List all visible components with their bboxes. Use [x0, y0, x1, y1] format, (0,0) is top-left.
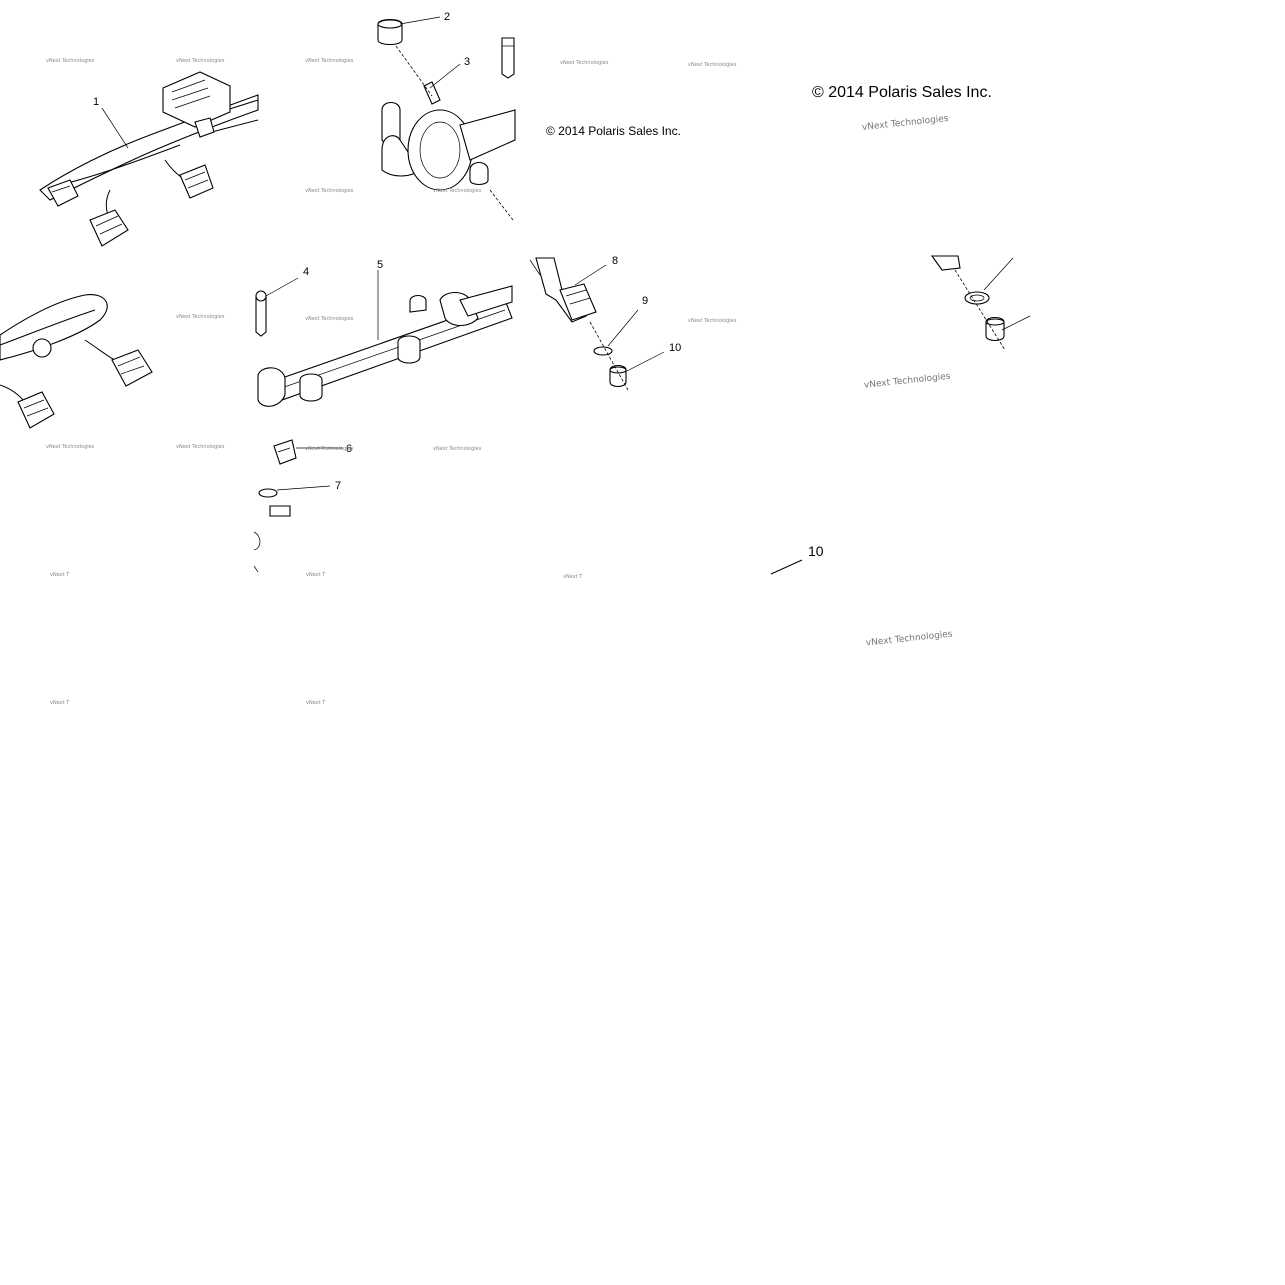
watermark: vNext Technologies — [433, 188, 482, 194]
watermark: vNext Technologies — [560, 60, 609, 66]
watermark: vNext Technologies — [305, 58, 354, 64]
callout-8: 8 — [612, 255, 618, 267]
copyright-large: © 2014 Polaris Sales Inc. — [812, 84, 992, 101]
harness-lower-drawing — [0, 294, 153, 429]
callout-9: 9 — [642, 295, 648, 307]
watermark: vNext Technologies — [433, 446, 482, 452]
watermark: vNext T — [50, 700, 70, 706]
callout-2: 2 — [444, 11, 450, 23]
watermarks: vNext Technologies vNext Technologies vN… — [46, 58, 953, 706]
watermark: vNext Technologies — [305, 446, 354, 452]
callout-10-leader — [770, 559, 803, 575]
watermark: vNext T — [563, 574, 583, 580]
watermark: vNext Technologies — [305, 316, 354, 322]
watermark: vNext Technologies — [688, 62, 737, 68]
watermark: vNext Technologies — [46, 444, 95, 450]
fuel-rail-drawing — [253, 270, 513, 573]
callout-5: 5 — [377, 259, 383, 271]
callout-10-large: 10 — [808, 543, 824, 559]
watermark: vNext Technologies — [861, 114, 949, 133]
callout-1: 1 — [93, 96, 99, 108]
watermark: vNext Technologies — [176, 58, 225, 64]
watermark: vNext Technologies — [46, 58, 95, 64]
watermark: vNext T — [306, 572, 326, 578]
injector-top-drawing — [377, 16, 516, 221]
watermark: vNext T — [50, 572, 70, 578]
watermark: vNext Technologies — [176, 314, 225, 320]
callout-4: 4 — [303, 266, 309, 278]
watermark: vNext Technologies — [688, 318, 737, 324]
watermark: vNext T — [306, 700, 326, 706]
callout-7: 7 — [335, 480, 341, 492]
watermark: vNext Technologies — [863, 372, 951, 391]
seal-detail-drawing — [930, 255, 1031, 351]
watermark: vNext Technologies — [865, 629, 953, 648]
watermark: vNext Technologies — [176, 444, 225, 450]
callout-10: 10 — [669, 342, 681, 354]
callout-6: 6 — [346, 443, 352, 455]
watermark: vNext Technologies — [305, 188, 354, 194]
callout-3: 3 — [464, 56, 470, 68]
wiring-harness-drawing — [39, 71, 259, 247]
copyright-small: © 2014 Polaris Sales Inc. — [546, 124, 681, 138]
injector-drawing — [529, 257, 665, 391]
